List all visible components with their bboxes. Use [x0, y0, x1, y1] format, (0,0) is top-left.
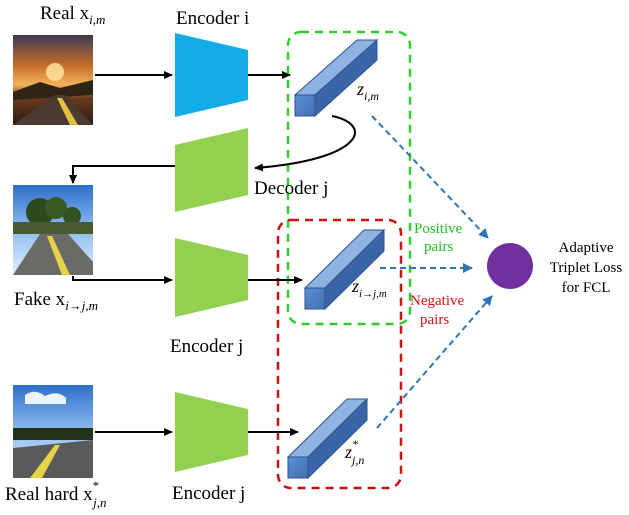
- decoder-j-shape: [175, 128, 248, 212]
- latent-block-mid: [303, 228, 386, 311]
- encoder-j-bot-shape: [175, 392, 248, 472]
- encoder-i-shape: [175, 33, 248, 117]
- label-positive-2: pairs: [424, 239, 453, 255]
- label-loss-2: Triplet Loss: [550, 260, 623, 276]
- label-loss-1: Adaptive: [559, 240, 614, 256]
- label-decoder-j: Decoder j: [254, 178, 328, 199]
- hard-image-day: [13, 385, 93, 478]
- latent-block-top: [293, 38, 379, 118]
- label-z-bot: z*j,n: [344, 437, 364, 467]
- label-loss-3: for FCL: [562, 280, 611, 296]
- negative-group-box: [276, 218, 403, 490]
- arrow-z-to-decoder: [254, 115, 356, 172]
- real-image-sunset: [13, 35, 93, 125]
- label-fake-x: Fake xi→j,m: [14, 289, 98, 313]
- label-real-x: Real xi,m: [40, 3, 105, 27]
- dashed-arrow-bot: [376, 295, 493, 429]
- label-z-mid: zi→j,m: [351, 276, 387, 300]
- loss-node: [487, 243, 533, 289]
- label-positive-1: Positive: [414, 221, 463, 237]
- label-encoder-i: Encoder i: [176, 8, 249, 29]
- label-encoder-j-bot: Encoder j: [172, 483, 245, 504]
- label-real-hard-x: Real hard x*j,n: [5, 478, 106, 510]
- encoder-j-mid-shape: [175, 238, 248, 317]
- arrow-decoder-to-fake: [69, 165, 175, 184]
- latent-block-bot: [286, 397, 369, 480]
- dashed-arrow-top: [371, 115, 489, 239]
- positive-group-box: [286, 30, 412, 326]
- arrow-fake-to-encoder-j: [72, 276, 173, 284]
- label-negative-1: Negative: [410, 293, 464, 309]
- label-negative-2: pairs: [420, 312, 449, 328]
- label-z-top: zi,m: [356, 79, 379, 103]
- label-encoder-j-mid: Encoder j: [170, 336, 243, 357]
- fake-image-day: [13, 185, 93, 275]
